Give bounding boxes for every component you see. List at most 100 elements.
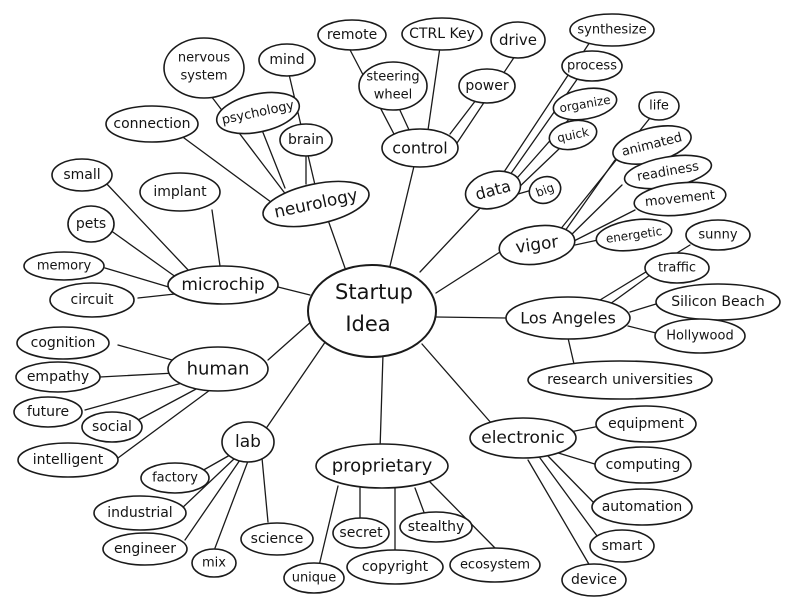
- leaf-copyright-label: copyright: [362, 559, 429, 575]
- leaf-process: process: [561, 50, 623, 82]
- leaf-intelligent: intelligent: [17, 442, 119, 478]
- leaf-ecosystem: ecosystem: [449, 547, 541, 583]
- hub-human: human: [167, 346, 269, 392]
- edge-center-lab: [264, 334, 331, 431]
- leaf-circuit-label: circuit: [71, 292, 114, 308]
- leaf-device: device: [561, 563, 627, 597]
- hub-microchip-label: microchip: [181, 275, 264, 295]
- leaf-equipment-label: equipment: [608, 416, 684, 432]
- leaf-science-label: science: [251, 531, 304, 547]
- leaf-automation: automation: [591, 488, 693, 526]
- leaf-industrial: industrial: [93, 495, 187, 531]
- leaf-pets-label: pets: [76, 216, 106, 232]
- edge-control-power: [449, 99, 477, 135]
- leaf-remote: remote: [317, 19, 387, 51]
- leaf-computing-label: computing: [606, 457, 681, 473]
- leaf-synthesize-label: synthesize: [577, 23, 646, 38]
- leaf-stealthy: stealthy: [399, 511, 473, 543]
- leaf-engineer: engineer: [102, 532, 188, 566]
- leaf-hollywood: Hollywood: [654, 318, 746, 354]
- edge-lab-mix: [214, 460, 249, 549]
- leaf-sunny: sunny: [685, 219, 751, 251]
- edge-la-silicon-beach: [629, 303, 657, 313]
- leaf-research-universities: research universities: [527, 360, 713, 400]
- leaf-power: power: [458, 68, 516, 104]
- leaf-ecosystem-label: ecosystem: [460, 558, 530, 573]
- edge-vigor-readiness: [565, 184, 623, 241]
- leaf-copyright: copyright: [346, 549, 444, 585]
- leaf-quick: quick: [548, 119, 598, 151]
- leaf-nervous-system-line2: system: [181, 69, 228, 84]
- edge-proprietary-ecosystem: [429, 481, 496, 549]
- leaf-research-universities-label: research universities: [547, 372, 693, 388]
- edge-la-research: [567, 337, 575, 365]
- leaf-implant-label: implant: [153, 184, 207, 200]
- leaf-remote-label: remote: [327, 27, 377, 43]
- edge-center-vigor: [435, 251, 501, 294]
- leaf-mind-label: mind: [269, 52, 304, 68]
- edge-center-data: [419, 204, 484, 273]
- leaf-pets: pets: [67, 205, 115, 243]
- hub-lab-label: lab: [235, 432, 261, 452]
- edge-center-neurology: [327, 219, 346, 269]
- hub-electronic: electronic: [469, 417, 577, 459]
- leaf-small: small: [51, 158, 113, 192]
- leaf-steering-wheel: steering wheel: [358, 61, 428, 111]
- leaf-social-label: social: [92, 419, 132, 435]
- edge-human-future: [84, 382, 183, 411]
- edge-data-quick: [515, 147, 561, 191]
- leaf-memory: memory: [23, 251, 105, 281]
- leaf-cognition-label: cognition: [31, 335, 96, 351]
- leaf-mix: mix: [191, 548, 237, 578]
- hub-proprietary: proprietary: [315, 443, 449, 489]
- edge-electronic-automation: [547, 455, 597, 506]
- leaf-traffic-label: traffic: [658, 261, 696, 276]
- leaf-smart: smart: [589, 529, 655, 563]
- edge-human-social: [137, 387, 199, 421]
- leaf-implant: implant: [139, 172, 221, 212]
- leaf-circuit: circuit: [49, 282, 135, 318]
- edge-electronic-device: [527, 459, 591, 567]
- center-node: Startup Idea: [307, 264, 437, 358]
- leaf-quick-label: quick: [556, 125, 590, 145]
- leaf-secret-label: secret: [339, 525, 383, 541]
- hub-data: data: [464, 170, 522, 210]
- leaf-computing: computing: [594, 446, 692, 484]
- leaf-empathy-label: empathy: [27, 369, 89, 385]
- leaf-empathy: empathy: [15, 361, 101, 393]
- leaf-ctrl-key: CTRL Key: [401, 17, 483, 51]
- leaf-traffic: traffic: [644, 252, 710, 284]
- leaf-science: science: [240, 522, 314, 556]
- edge-la-traffic: [609, 274, 651, 305]
- edge-microchip-memory: [104, 267, 173, 289]
- edge-lab-industrial: [179, 457, 236, 511]
- hub-los-angeles: Los Angeles: [505, 296, 631, 340]
- center-label-line1: Startup: [335, 280, 413, 304]
- hub-lab: lab: [221, 421, 275, 463]
- leaf-engineer-label: engineer: [114, 541, 176, 557]
- leaf-ctrl-key-label: CTRL Key: [409, 26, 475, 42]
- hub-electronic-label: electronic: [481, 428, 565, 448]
- leaf-nervous-system-line1: nervous: [178, 51, 230, 66]
- leaf-mind: mind: [258, 43, 316, 77]
- leaf-factory-label: factory: [152, 471, 198, 486]
- edge-human-empathy: [99, 372, 176, 378]
- edge-center-human: [267, 319, 314, 361]
- hub-proprietary-label: proprietary: [332, 456, 433, 477]
- leaf-future: future: [13, 396, 83, 428]
- edge-proprietary-stealthy: [414, 487, 426, 516]
- leaf-small-label: small: [63, 167, 100, 183]
- leaf-nervous-system: nervous system: [163, 37, 245, 99]
- hub-control-label: control: [392, 139, 447, 158]
- hub-los-angeles-label: Los Angeles: [520, 309, 616, 328]
- edge-lab-science: [261, 457, 269, 523]
- edge-center-microchip: [277, 286, 311, 296]
- leaf-big-label: big: [534, 180, 556, 200]
- leaf-stealthy-label: stealthy: [408, 519, 465, 535]
- hub-control: control: [381, 128, 459, 168]
- leaf-equipment: equipment: [595, 405, 697, 443]
- hub-vigor: vigor: [498, 224, 576, 266]
- edge-neurology-psychology: [261, 129, 286, 189]
- edge-microchip-implant: [211, 209, 221, 267]
- edge-vigor-energetic: [574, 239, 599, 246]
